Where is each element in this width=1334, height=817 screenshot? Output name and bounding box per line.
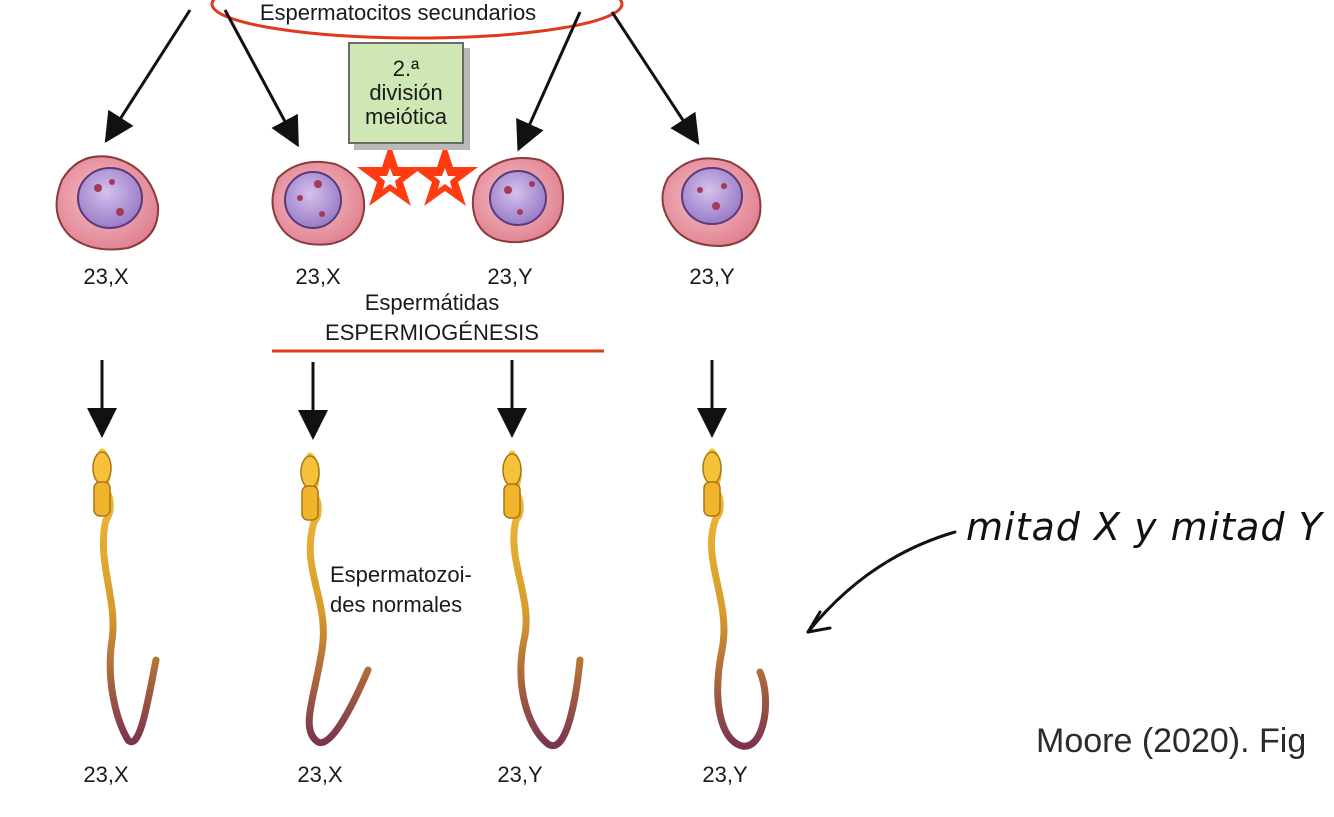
spermatozoon-label: 23,X <box>297 762 343 787</box>
spermatozoa-caption-line2: des normales <box>330 592 463 617</box>
spermatid-cell-2 <box>271 160 366 246</box>
division-box-line2: división <box>369 79 443 105</box>
meiotic-division-box: 2.ª división meiótica <box>348 42 464 144</box>
secondary-spermatocytes-label: Espermatocitos secundarios <box>259 0 537 25</box>
star-icon <box>412 143 478 206</box>
division-box-line1: 2.ª <box>392 55 420 81</box>
handwritten-annotation: mitad X y mitad Y <box>966 505 1323 549</box>
spermatozoon-label: 23,Y <box>497 762 543 787</box>
spermatid-cell-4 <box>661 157 762 248</box>
spermatozoon-label: 23,X <box>83 762 129 787</box>
spermatozoon-2 <box>300 452 372 747</box>
spermatid-label: 23,X <box>83 264 129 289</box>
division-box-line3: meiótica <box>365 104 447 130</box>
handwritten-arrow <box>806 530 957 634</box>
spermatozoa-caption-line1: Espermatozoi- <box>330 562 472 587</box>
spermiogenesis-label: ESPERMIOGÉNESIS <box>325 320 539 345</box>
spermatid-cell-3 <box>471 157 564 244</box>
citation-text: Moore (2020). Fig <box>1036 722 1307 760</box>
spermatozoon-3 <box>502 450 584 749</box>
spermiogenesis-arrows <box>87 360 727 440</box>
meiosis-arrows <box>104 9 700 152</box>
spermatozoon-1 <box>92 448 160 746</box>
spermatid-label: 23,Y <box>487 264 533 289</box>
spermatids-caption: Espermátidas <box>364 290 500 315</box>
spermatid-label: 23,Y <box>689 264 735 289</box>
spermatozoon-label: 23,Y <box>702 762 748 787</box>
highlight-ellipse <box>210 0 624 40</box>
spermatid-cell-1 <box>55 155 160 251</box>
spermatid-label: 23,X <box>295 264 341 289</box>
star-icon <box>357 143 423 206</box>
spermatozoon-4 <box>702 448 769 750</box>
